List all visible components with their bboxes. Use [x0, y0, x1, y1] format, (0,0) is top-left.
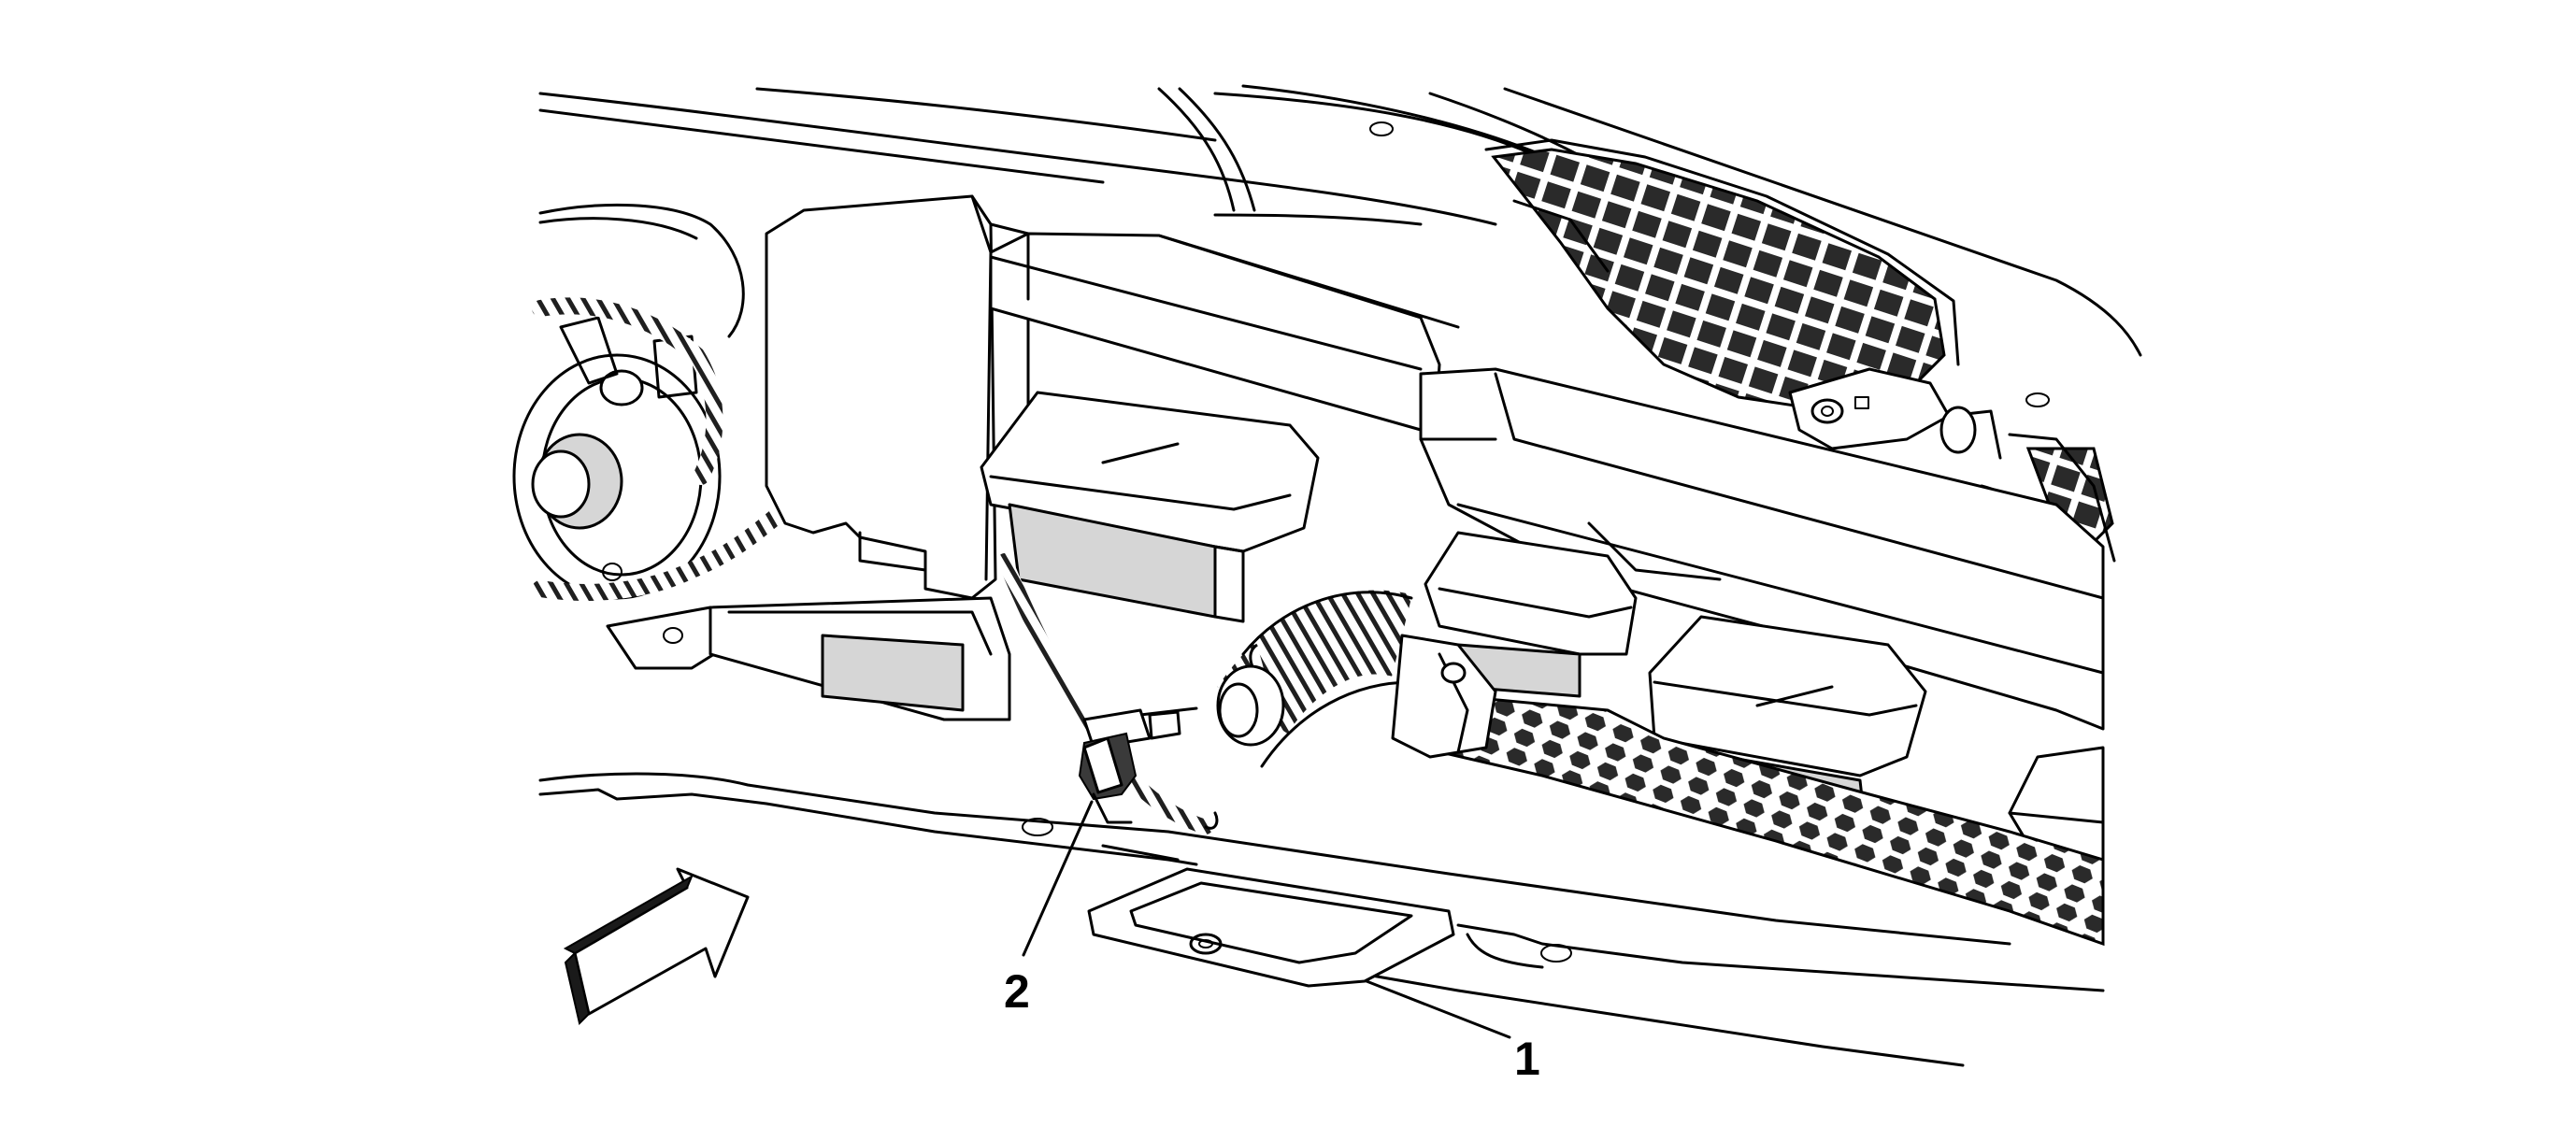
right-rail: [1419, 367, 2105, 731]
lamp-lower-shelf: [708, 596, 1011, 721]
bulb-socket-2: [1078, 706, 1198, 824]
access-cover-1: [1087, 867, 1455, 988]
upper-rail: [989, 232, 1460, 441]
grille-bracket: [1788, 367, 2002, 460]
lower-grille: [1399, 694, 2105, 947]
leader-line-2: [1022, 800, 1094, 957]
corrugated-hose: [1216, 590, 1497, 768]
air-duct-left: [980, 391, 1320, 623]
callout-label-2: 2: [1004, 965, 1030, 1018]
callout-leaders: [1022, 800, 1511, 1039]
leader-line-1: [1365, 979, 1511, 1039]
lower-fascia: [538, 772, 2105, 1067]
callout-label-1: 1: [1514, 1033, 1540, 1085]
lamp-shroud: [765, 194, 1030, 600]
upper-grille: [1484, 138, 1960, 413]
forward-arrow: [563, 867, 750, 1025]
headlamp-assembly: [512, 203, 794, 670]
